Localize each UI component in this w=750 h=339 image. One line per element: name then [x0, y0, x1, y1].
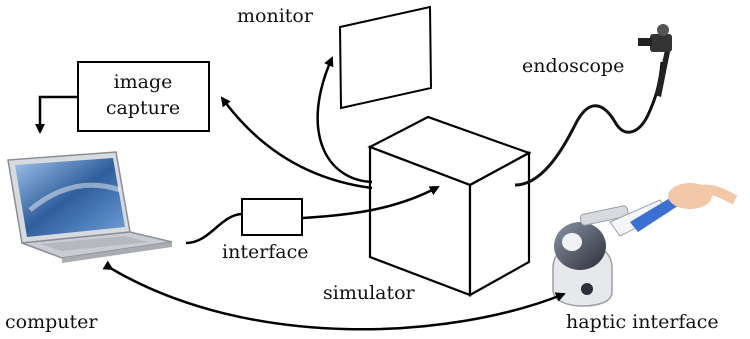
line-computer-to-interface: [185, 212, 243, 245]
image-capture-label-line2: capture: [106, 97, 180, 119]
image-capture-node: image capture: [77, 61, 210, 132]
endoscope-icon: [514, 24, 672, 187]
monitor-label: monitor: [237, 5, 314, 27]
image-capture-label-line1: image: [114, 71, 173, 93]
arrow-simulator-to-monitor: [316, 56, 373, 184]
arrow-image-capture-to-computer: [35, 95, 78, 134]
computer-label: computer: [5, 311, 98, 333]
arrow-interface-to-simulator: [302, 185, 440, 220]
image-capture-box: [77, 61, 210, 132]
endoscope-label: endoscope: [522, 55, 624, 77]
interface-label: interface: [222, 241, 309, 263]
haptic-device-icon: [552, 183, 738, 307]
simulator-node: simulator: [323, 115, 532, 304]
haptic-interface-label: haptic interface: [566, 311, 719, 333]
arrow-simulator-to-image-capture: [220, 96, 373, 190]
monitor-node: monitor: [237, 5, 433, 110]
laptop-icon: [7, 151, 173, 263]
monitor-box: [338, 5, 433, 110]
connections: [35, 56, 566, 331]
arrow-computer-haptic: [102, 260, 566, 331]
interface-box: [241, 198, 303, 236]
simulator-label: simulator: [323, 282, 416, 304]
interface-node: interface: [222, 198, 309, 263]
